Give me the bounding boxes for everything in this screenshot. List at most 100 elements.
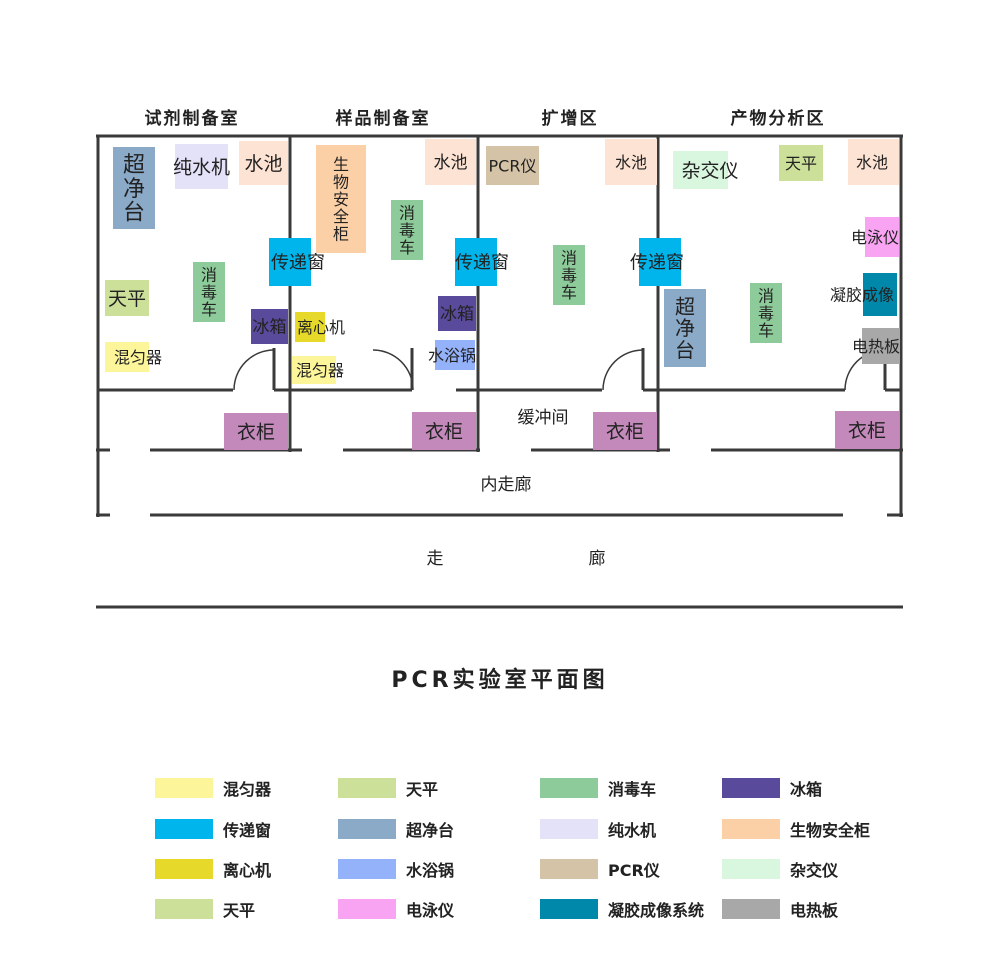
- tianping2-label: 天平: [785, 154, 817, 173]
- chaojingtai1-label: 超净台: [123, 153, 145, 226]
- chunshuiji-block: [175, 144, 228, 189]
- shuiyuguo-label: 水浴锅: [428, 346, 476, 365]
- legend-swatch: [540, 859, 598, 879]
- floor-plan: 试剂制备室 样品制备室 扩增区 产物分析区: [96, 108, 903, 609]
- legend-swatch: [155, 859, 213, 879]
- legend-swatch: [338, 819, 396, 839]
- shuichi1-block: [239, 141, 288, 185]
- legend-item: 离心机: [155, 858, 271, 880]
- xiaoduche1-label: 消毒车: [201, 265, 217, 319]
- equipment-bingxiang1: 冰箱: [251, 309, 288, 344]
- yigui3-label: 衣柜: [606, 421, 644, 443]
- equipment-yigui4: 衣柜: [835, 411, 899, 449]
- equipment-hunyunqi2: 混匀器: [292, 356, 344, 384]
- equipment-shuichi3: 水池: [605, 139, 657, 185]
- chuandichuang1-block: [269, 238, 311, 286]
- equipment-ningjiao: 凝胶成像: [830, 273, 897, 316]
- equipment-shengwuanquangui: 生物安全柜: [316, 145, 366, 253]
- walls: [96, 134, 903, 609]
- yigui4-block: [835, 411, 899, 449]
- equipment-yigui3: 衣柜: [593, 412, 657, 450]
- hunyunqi1-block: [105, 342, 149, 372]
- legend-label: 离心机: [223, 861, 272, 880]
- dianyongyi-label: 电泳仪: [851, 228, 899, 247]
- bingxiang1-label: 冰箱: [253, 318, 287, 338]
- legend-label: 传递窗: [223, 821, 272, 840]
- equipment-shuiyuguo: 水浴锅: [428, 340, 476, 370]
- corridor-label-left: 走: [427, 549, 444, 569]
- legend-item: 杂交仪: [722, 858, 838, 880]
- legend-label: 电泳仪: [406, 901, 455, 920]
- legend-label: 凝胶成像系统: [608, 901, 705, 920]
- chaojingtai1-block: [113, 147, 155, 229]
- legend-item: 生物安全柜: [722, 818, 870, 840]
- equipment-dianyongyi: 电泳仪: [851, 217, 899, 257]
- yigui4-label: 衣柜: [848, 420, 886, 442]
- shuiyuguo-block: [435, 340, 475, 370]
- shuichi2-label: 水池: [434, 153, 468, 173]
- yigui1-label: 衣柜: [237, 421, 275, 443]
- legend-swatch: [722, 859, 780, 879]
- equipment-yigui1: 衣柜: [224, 413, 288, 450]
- chuandichuang3-block: [639, 238, 681, 286]
- plan-title: PCR实验室平面图: [391, 668, 609, 693]
- legend-swatch: [338, 899, 396, 919]
- shengwuanquangui-block: [316, 145, 366, 253]
- legend-item: 传递窗: [155, 818, 271, 840]
- legend-swatch: [540, 778, 598, 798]
- legend-swatch: [722, 819, 780, 839]
- dianyongyi-block: [865, 217, 899, 257]
- chaojingtai2-block: [664, 289, 706, 367]
- room-title-analysis: 产物分析区: [731, 108, 826, 129]
- dianreban-block: [862, 328, 900, 364]
- equipment-bingxiang2: 冰箱: [438, 296, 476, 331]
- ningjiao-block: [863, 273, 897, 316]
- pcryi-block: [486, 146, 539, 185]
- chuandichuang3-label: 传递窗: [630, 252, 684, 273]
- legend-label: 超净台: [406, 821, 455, 840]
- legend-label: 杂交仪: [790, 861, 839, 880]
- equipment-chuandichuang3: 传递窗: [630, 238, 684, 286]
- room-title-amplify: 扩增区: [542, 108, 599, 129]
- legend-label: 天平: [223, 901, 256, 920]
- legend-item: 纯水机: [540, 818, 656, 840]
- equipment-yigui2: 衣柜: [412, 412, 476, 450]
- legend-item: 消毒车: [540, 777, 656, 799]
- legend-item: 天平: [155, 898, 255, 920]
- yigui1-block: [224, 413, 288, 450]
- chaojingtai2-label: 超净台: [675, 295, 695, 362]
- legend-item: 混匀器: [155, 777, 271, 799]
- bingxiang1-block: [251, 309, 288, 344]
- room-title-reagent: 试剂制备室: [145, 108, 240, 129]
- shuichi3-label: 水池: [615, 153, 647, 172]
- hunyunqi2-block: [292, 356, 336, 384]
- chuandichuang2-block: [455, 238, 497, 286]
- shuichi3-block: [605, 139, 657, 185]
- shuichi2-block: [425, 139, 476, 185]
- equipment-shuichi2: 水池: [425, 139, 476, 185]
- yigui2-label: 衣柜: [425, 421, 463, 443]
- room-title-sample: 样品制备室: [336, 108, 431, 129]
- equipment-tianping2: 天平: [779, 145, 823, 181]
- xiaoduche4-block: [750, 283, 782, 343]
- legend-item: 电热板: [722, 898, 838, 920]
- legend-item: 冰箱: [722, 777, 822, 799]
- legend-label: 水浴锅: [406, 861, 455, 880]
- shengwuanquangui-label: 生物安全柜: [333, 155, 349, 243]
- yigui3-block: [593, 412, 657, 450]
- equipment-chuandichuang2: 传递窗: [455, 238, 509, 286]
- chunshuiji-label: 纯水机: [173, 156, 230, 178]
- tianping2-block: [779, 145, 823, 181]
- legend-swatch: [722, 899, 780, 919]
- equipment-tianping1: 天平: [105, 280, 149, 316]
- hunyunqi1-label: 混匀器: [114, 348, 162, 367]
- bingxiang2-block: [438, 296, 476, 331]
- legend-item: PCR仪: [540, 858, 660, 880]
- buffer-room-label: 缓冲间: [518, 408, 569, 428]
- equipment-xiaoduche1: 消毒车: [193, 262, 225, 322]
- lixinji-block: [295, 312, 325, 342]
- xiaoduche2-label: 消毒车: [399, 203, 415, 257]
- xiaoduche1-block: [193, 262, 225, 322]
- legend-label: 生物安全柜: [790, 821, 871, 840]
- xiaoduche4-label: 消毒车: [758, 286, 774, 340]
